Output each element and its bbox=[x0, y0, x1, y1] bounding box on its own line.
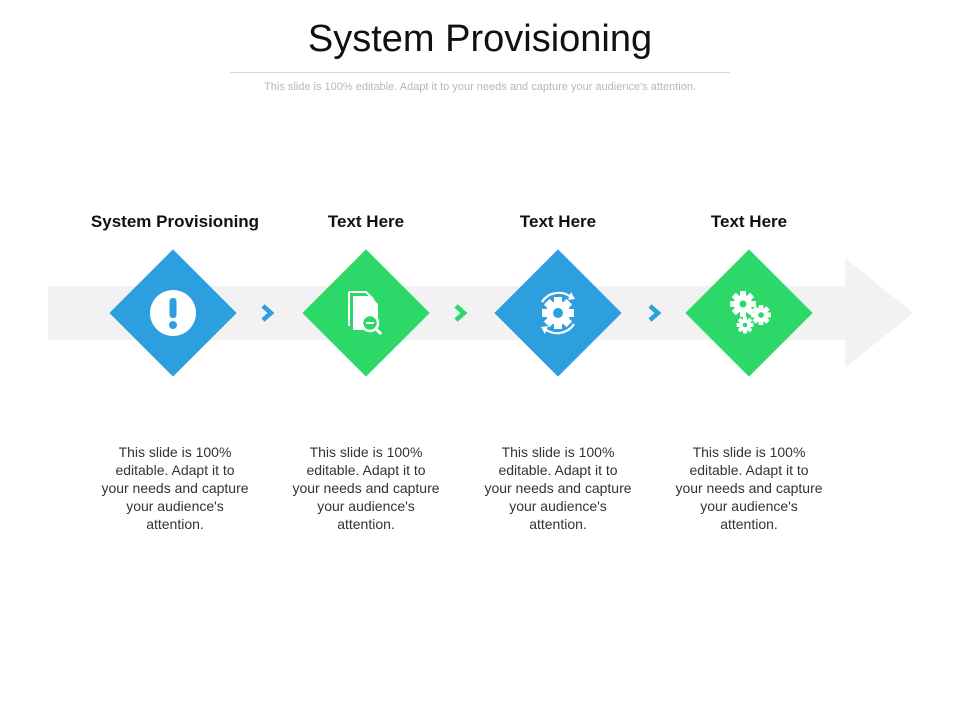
step-1-diamond bbox=[106, 246, 240, 380]
title-divider bbox=[230, 72, 730, 73]
gears-icon bbox=[730, 291, 771, 334]
document-search-icon bbox=[348, 291, 383, 336]
step-2-heading: Text Here bbox=[327, 212, 405, 231]
page-title: System Provisioning bbox=[307, 18, 653, 60]
step-1-heading: System Provisioning bbox=[90, 212, 260, 231]
exclamation-icon bbox=[150, 290, 196, 336]
step-3-diamond bbox=[491, 246, 625, 380]
connector-3-chevron-icon bbox=[648, 304, 662, 322]
step-4-heading: Text Here bbox=[710, 212, 788, 231]
step-1-description: This slide is 100% editable. Adapt it to… bbox=[101, 444, 249, 532]
connector-2-chevron-icon bbox=[454, 304, 468, 322]
step-2-diamond bbox=[299, 246, 433, 380]
step-2-description: This slide is 100% editable. Adapt it to… bbox=[292, 444, 440, 532]
step-3-description: This slide is 100% editable. Adapt it to… bbox=[484, 444, 632, 532]
process-arrow-band bbox=[48, 258, 913, 368]
step-4-diamond bbox=[682, 246, 816, 380]
step-3-heading: Text Here bbox=[519, 212, 597, 231]
page-subtitle: This slide is 100% editable. Adapt it to… bbox=[264, 81, 696, 93]
gear-refresh-icon bbox=[541, 291, 575, 335]
step-4-description: This slide is 100% editable. Adapt it to… bbox=[675, 444, 823, 532]
connector-1-chevron-icon bbox=[261, 304, 275, 322]
